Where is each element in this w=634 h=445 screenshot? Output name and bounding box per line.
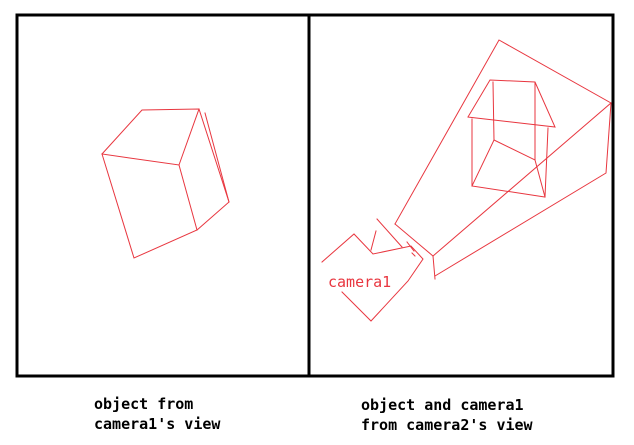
camera1-lens-mid <box>376 218 403 248</box>
object-bottom-edge <box>471 185 546 198</box>
left-caption-line2: camera1's view <box>94 415 221 433</box>
right-caption-line1: object and camera1 <box>361 396 524 414</box>
camera1-lens-left <box>370 230 377 251</box>
right-object-cube <box>467 79 556 198</box>
right-caption: object and camera1 from camera2's view <box>361 395 533 435</box>
cube-top-face-edges <box>101 108 200 166</box>
right-panel-frame <box>307 13 615 378</box>
frustum-upper-ray <box>432 102 612 257</box>
left-object-cube <box>101 108 230 259</box>
frustum-left-ray <box>394 223 434 257</box>
object-top-face <box>467 79 556 128</box>
object-inner-edge <box>492 81 495 141</box>
cube-vertical-edges <box>101 153 198 259</box>
object-hidden-edge-3 <box>493 139 536 161</box>
frustum-far-plane <box>394 39 612 277</box>
left-caption-line1: object from <box>94 395 194 413</box>
camera1-frustum <box>394 39 612 280</box>
cube-back-edge <box>204 112 230 203</box>
camera1-lens-right <box>406 241 415 252</box>
object-right-edge <box>544 127 549 198</box>
camera1-tick <box>411 252 416 257</box>
left-caption: object from camera1's view <box>94 394 220 434</box>
camera1-body-outline <box>321 233 424 322</box>
object-hidden-edge <box>471 139 495 187</box>
camera1-label: camera1 <box>328 273 392 291</box>
object-hidden-edge-2 <box>534 159 546 198</box>
camera1-body <box>321 218 424 322</box>
right-caption-line2: from camera2's view <box>361 416 533 434</box>
cube-outline <box>101 108 230 231</box>
left-panel-frame <box>15 13 311 378</box>
frustum-bottom-ray <box>432 255 436 280</box>
